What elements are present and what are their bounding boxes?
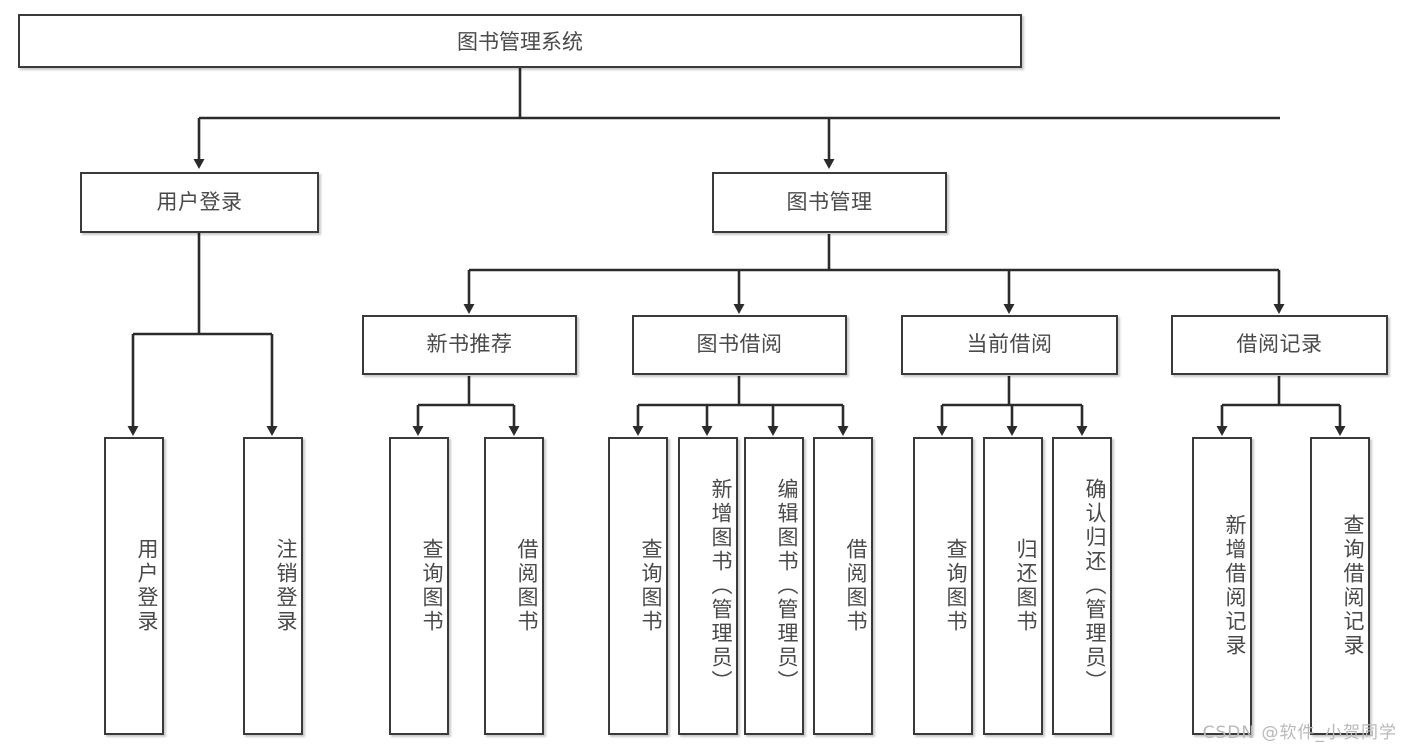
node-new-book-recommend[interactable]: 新书推荐 [362,315,577,375]
node-book-borrow[interactable]: 图书借阅 [632,315,847,375]
leaf-borrow-book-2[interactable]: 借阅图书 [813,437,873,735]
watermark: CSDN @软件_小贺同学 [1202,723,1397,743]
node-label: 当前借阅 [966,332,1053,357]
node-label: 查询借阅记录 [1341,514,1365,658]
node-label: 新书推荐 [426,332,513,357]
node-user-login[interactable]: 用户登录 [80,172,319,233]
leaf-query-book-3[interactable]: 查询图书 [913,437,973,735]
node-book-management[interactable]: 图书管理 [712,172,947,233]
leaf-user-login[interactable]: 用户登录 [104,437,164,735]
node-label: 新增借阅记录 [1223,514,1247,658]
leaf-borrow-book-1[interactable]: 借阅图书 [484,437,544,735]
node-label: 借阅图书 [515,538,539,634]
leaf-logout[interactable]: 注销登录 [243,437,303,735]
node-label: 图书管理 [786,189,873,214]
node-label: 新增图书（管理员） [709,478,733,694]
leaf-edit-book[interactable]: 编辑图书（管理员） [744,437,804,735]
node-label: 归还图书 [1014,538,1038,634]
leaf-add-borrow-record[interactable]: 新增借阅记录 [1192,437,1252,735]
leaf-return-book[interactable]: 归还图书 [983,437,1043,735]
node-label: 借阅图书 [844,538,868,634]
leaf-query-book-2[interactable]: 查询图书 [608,437,668,735]
leaf-confirm-return[interactable]: 确认归还（管理员） [1052,437,1112,735]
node-label: 图书管理系统 [457,30,583,54]
node-label: 借阅记录 [1236,332,1323,357]
node-label: 注销登录 [274,538,298,634]
node-label: 查询图书 [639,538,663,634]
node-current-borrow[interactable]: 当前借阅 [901,315,1118,375]
node-root-system[interactable]: 图书管理系统 [18,14,1022,68]
leaf-add-book[interactable]: 新增图书（管理员） [678,437,738,735]
node-borrow-record[interactable]: 借阅记录 [1171,315,1388,375]
leaf-query-book-1[interactable]: 查询图书 [389,437,449,735]
node-label: 查询图书 [420,538,444,634]
node-label: 查询图书 [944,538,968,634]
node-label: 用户登录 [135,538,159,634]
node-label: 确认归还（管理员） [1083,478,1107,694]
node-label: 图书借阅 [696,332,783,357]
node-label: 用户登录 [156,189,243,214]
node-label: 编辑图书（管理员） [775,478,799,694]
leaf-query-borrow-record[interactable]: 查询借阅记录 [1310,437,1370,735]
